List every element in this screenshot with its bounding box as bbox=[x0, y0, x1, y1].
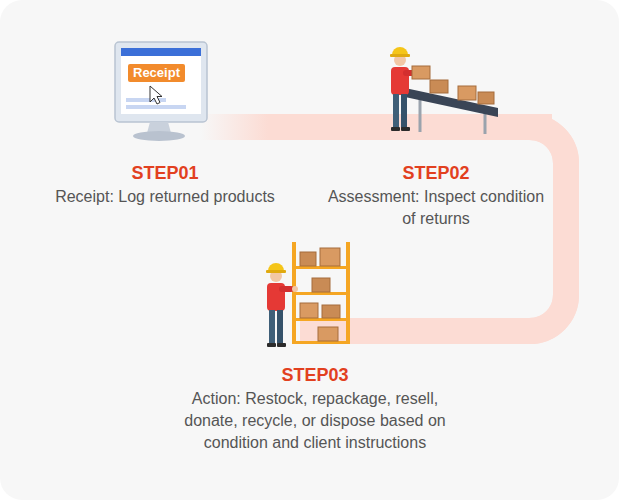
step-number: STEP01 bbox=[48, 162, 282, 184]
flow-band bbox=[200, 127, 566, 331]
step-description: Assessment: Inspect condition of returns bbox=[323, 186, 549, 230]
step-description: Action: Restock, repackage, resell, dona… bbox=[184, 388, 446, 454]
screen-row bbox=[126, 105, 186, 109]
flow-connector bbox=[285, 114, 320, 140]
parcel bbox=[478, 92, 494, 104]
storage-shelf bbox=[266, 242, 350, 347]
step-block: STEP03Action: Restock, repackage, resell… bbox=[181, 232, 449, 454]
flow-connector bbox=[449, 127, 566, 331]
conveyor-leg bbox=[484, 112, 487, 134]
worker-figure bbox=[390, 47, 422, 131]
computer-monitor bbox=[115, 42, 207, 141]
step-number: STEP03 bbox=[184, 364, 446, 386]
mouse-cursor bbox=[150, 86, 162, 104]
conveyor-leg bbox=[419, 96, 422, 132]
parcel bbox=[322, 305, 340, 318]
parcel bbox=[312, 278, 330, 292]
screen-label: Receipt bbox=[128, 64, 185, 82]
worker-figure bbox=[266, 263, 298, 347]
monitor-base bbox=[133, 131, 185, 141]
parcel bbox=[430, 80, 448, 93]
step-description: Receipt: Log returned products bbox=[48, 186, 282, 208]
parcel bbox=[412, 66, 430, 79]
conveyor-belt bbox=[405, 88, 498, 117]
parcel bbox=[300, 252, 316, 266]
parcel bbox=[320, 248, 340, 266]
parcel bbox=[318, 327, 338, 341]
step-number: STEP02 bbox=[323, 162, 549, 184]
parcel bbox=[300, 303, 318, 318]
parcel bbox=[458, 86, 476, 100]
conveyor-station bbox=[390, 47, 498, 134]
monitor-screen bbox=[121, 48, 201, 114]
screen-header bbox=[121, 48, 201, 56]
step-block: STEP02Assessment: Inspect condition of r… bbox=[320, 40, 552, 230]
monitor-bezel bbox=[115, 42, 207, 122]
